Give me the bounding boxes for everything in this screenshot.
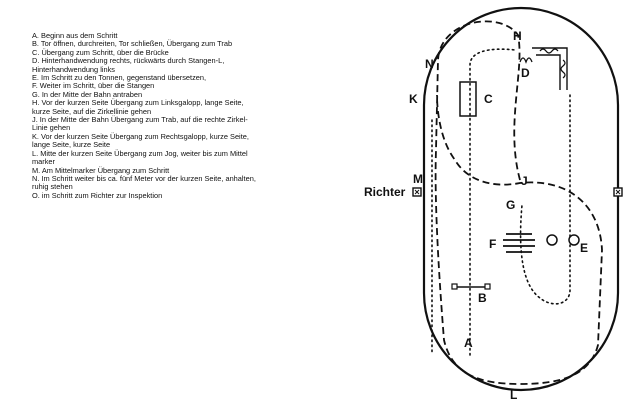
label-n: N (425, 57, 434, 71)
label-j: J (521, 174, 528, 188)
legend-item-d: D. Hinterhandwendung rechts, rückwärts d… (32, 56, 225, 74)
hindquarter-turn-mark (519, 57, 533, 64)
legend-item-k: K. Vor der kurzen Seite Übergang zum Rec… (32, 131, 249, 150)
legend-item-b: B. Tor öffnen, durchreiten, Tor schließe… (32, 39, 233, 49)
label-d: D (521, 66, 530, 80)
gallop-path (434, 20, 603, 385)
legend-item-g: G. In der Mitte der Bahn antraben (32, 89, 143, 99)
label-k: K (409, 92, 418, 106)
judge-label: Richter (364, 185, 406, 199)
arena-outline (422, 6, 620, 392)
legend-item-j: J. In der Mitte der Bahn Übergang zum Tr… (32, 115, 248, 133)
legend-list: A. Beginn aus dem Schritt B. Tor öffnen,… (32, 31, 342, 200)
label-f: F (489, 237, 496, 251)
walk-path-right (519, 94, 571, 305)
legend-item-c: C. Übergang zum Schritt, über die Brücke (32, 47, 169, 57)
legend-item-o: O. im Schritt zum Richter zur Inspektion (32, 190, 163, 200)
legend-item-l: L. Mitte der kurzen Seite Übergang zum J… (32, 148, 248, 167)
label-c: C (484, 92, 493, 106)
walk-path-center (469, 48, 516, 356)
gate-post-left (451, 283, 458, 290)
legend-item-a: A. Beginn aus dem Schritt (32, 31, 118, 40)
poles-l-outer (532, 47, 568, 90)
label-e: E (580, 241, 588, 255)
label-h: H (513, 29, 522, 43)
bridge-obstacle (459, 81, 477, 117)
label-m: M (413, 172, 423, 186)
barrel-1 (546, 234, 558, 246)
legend-item-n: N. Im Schritt weiter bis ca. fünf Meter … (32, 173, 256, 192)
legend-item-f: F. Weiter im Schritt, über die Stangen (32, 81, 155, 91)
poles-l-inner (536, 54, 561, 90)
poles-path-squiggle (539, 48, 566, 79)
legend-item-h: H. Vor der kurzen Seite Übergang zum Lin… (32, 98, 244, 116)
label-a: A (464, 336, 473, 350)
legend-item-e: E. Im Schritt zu den Tonnen, gegenstand … (32, 73, 207, 83)
gate-post-right (484, 283, 491, 290)
legend-item-m: M. Am Mittelmarker Übergang zum Schritt (32, 165, 170, 175)
label-l: L (510, 388, 517, 402)
barrel-2 (568, 234, 580, 246)
label-g: G (506, 198, 515, 212)
label-b: B (478, 291, 487, 305)
